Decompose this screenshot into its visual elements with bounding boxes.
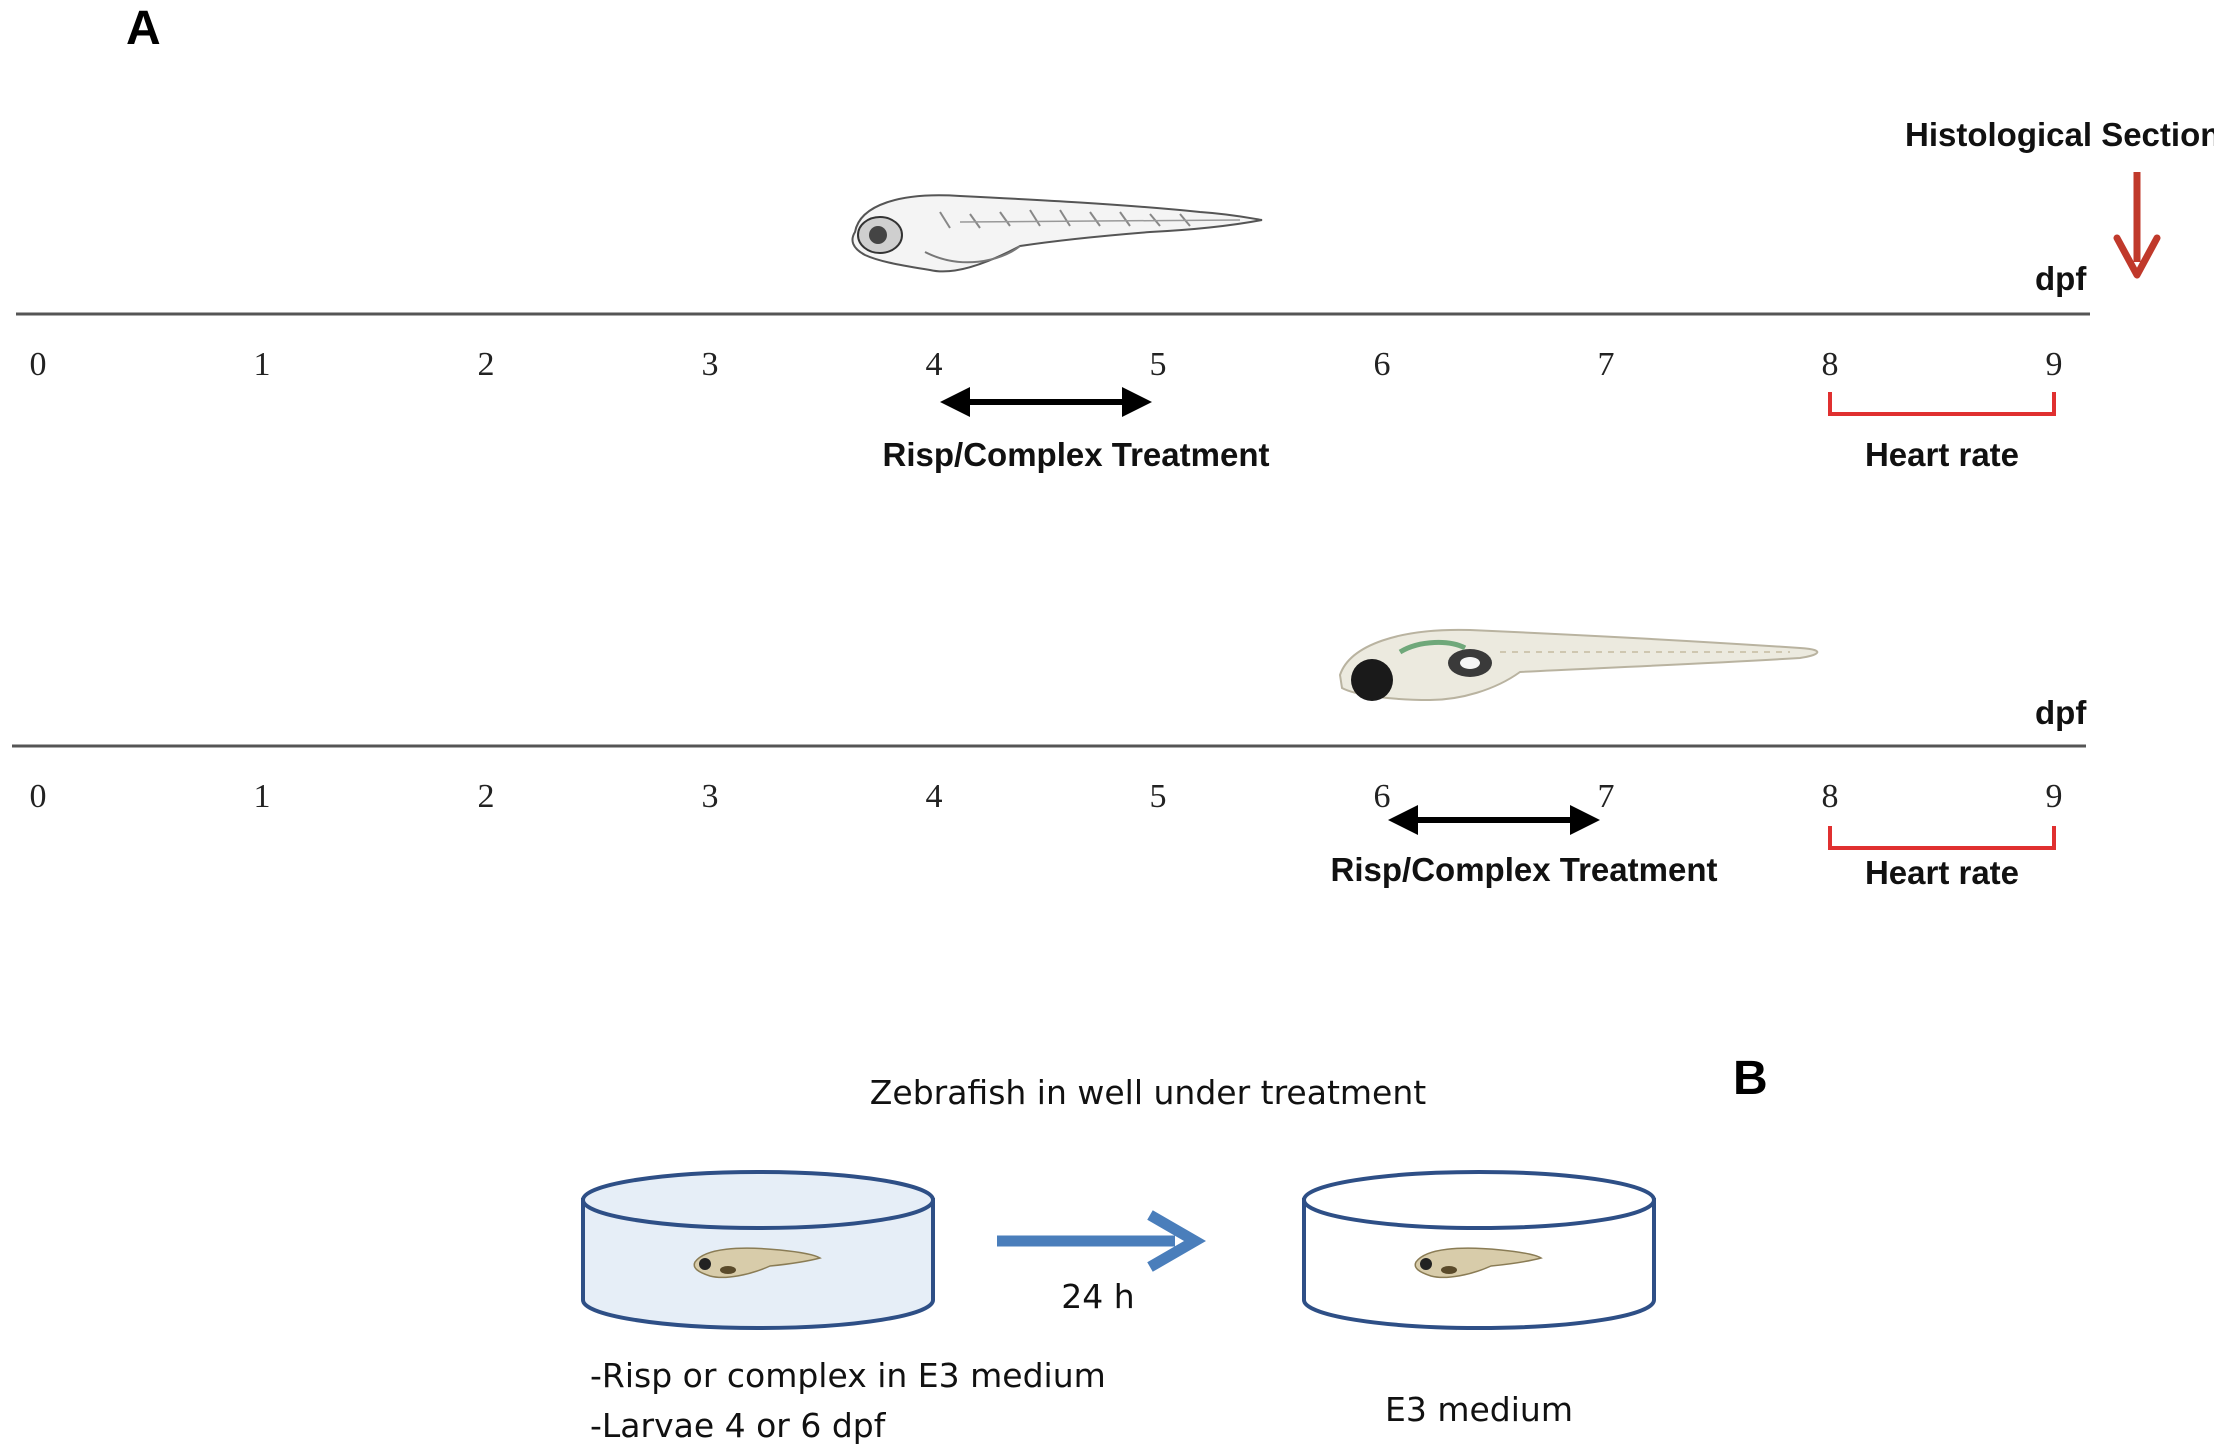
- treatment-label: Risp/Complex Treatment: [883, 436, 1270, 473]
- tick-label-4: 4: [926, 778, 943, 815]
- histology-arrow: [2113, 172, 2161, 279]
- tick-label-4: 4: [926, 346, 943, 383]
- heart-rate-label: Heart rate: [1865, 854, 2019, 891]
- timeline-2: dpf 0 1 2 3 4 5 6 7 8 9 Risp/Complex Treatment He…: [12, 628, 2087, 891]
- heart-rate-bracket-line: [1828, 826, 2056, 850]
- tick-label-2: 2: [478, 346, 495, 383]
- panel-b-title: Zebrafish in well under treatment: [870, 1073, 1426, 1112]
- panel-b-label: B: [1733, 1052, 1768, 1105]
- larva-in-well-icon: [1414, 1247, 1543, 1279]
- tick-label-1: 1: [254, 346, 271, 383]
- timeline-unit-label: dpf: [2035, 694, 2087, 731]
- tick-label-8: 8: [1822, 778, 1839, 815]
- tick-label-7: 7: [1598, 346, 1615, 383]
- larva-in-well-icon: [693, 1247, 822, 1279]
- heart-rate-bracket-line: [1828, 392, 2056, 416]
- tick-label-3: 3: [702, 778, 719, 815]
- tick-label-6: 6: [1374, 778, 1391, 815]
- transfer-arrow: [997, 1210, 1206, 1272]
- larva-sketch-image: [851, 194, 1263, 273]
- panel-a-label: A: [126, 2, 161, 55]
- duration-label: 24 h: [1061, 1277, 1134, 1316]
- tick-label-1: 1: [254, 778, 271, 815]
- right-well-caption: E3 medium: [1385, 1390, 1573, 1429]
- heart-rate-bracket: [1828, 392, 2056, 416]
- recovery-well: [1302, 1170, 1656, 1330]
- tick-label-9: 9: [2046, 346, 2063, 383]
- tick-label-5: 5: [1150, 778, 1167, 815]
- timeline-unit-label: dpf: [2035, 260, 2087, 297]
- tick-label-8: 8: [1822, 346, 1839, 383]
- tick-label-0: 0: [30, 778, 47, 815]
- tick-label-9: 9: [2046, 778, 2063, 815]
- larva-photo-image: [1338, 628, 1819, 702]
- histology-label: Histological Section: [1905, 116, 2214, 153]
- tick-label-7: 7: [1598, 778, 1615, 815]
- heart-rate-label: Heart rate: [1865, 436, 2019, 473]
- tick-label-6: 6: [1374, 346, 1391, 383]
- treatment-label: Risp/Complex Treatment: [1331, 851, 1718, 888]
- timeline-1: dpf 0 1 2 3 4 5 6 7 8 9 Risp/Complex Treatment He…: [16, 194, 2090, 473]
- heart-rate-bracket: [1828, 826, 2056, 850]
- treatment-well: [581, 1170, 935, 1330]
- left-well-caption-line-2: -Larvae 4 or 6 dpf: [590, 1406, 887, 1445]
- tick-label-3: 3: [702, 346, 719, 383]
- tick-label-5: 5: [1150, 346, 1167, 383]
- tick-label-2: 2: [478, 778, 495, 815]
- left-well-caption-line-1: -Risp or complex in E3 medium: [590, 1356, 1106, 1395]
- tick-label-0: 0: [30, 346, 47, 383]
